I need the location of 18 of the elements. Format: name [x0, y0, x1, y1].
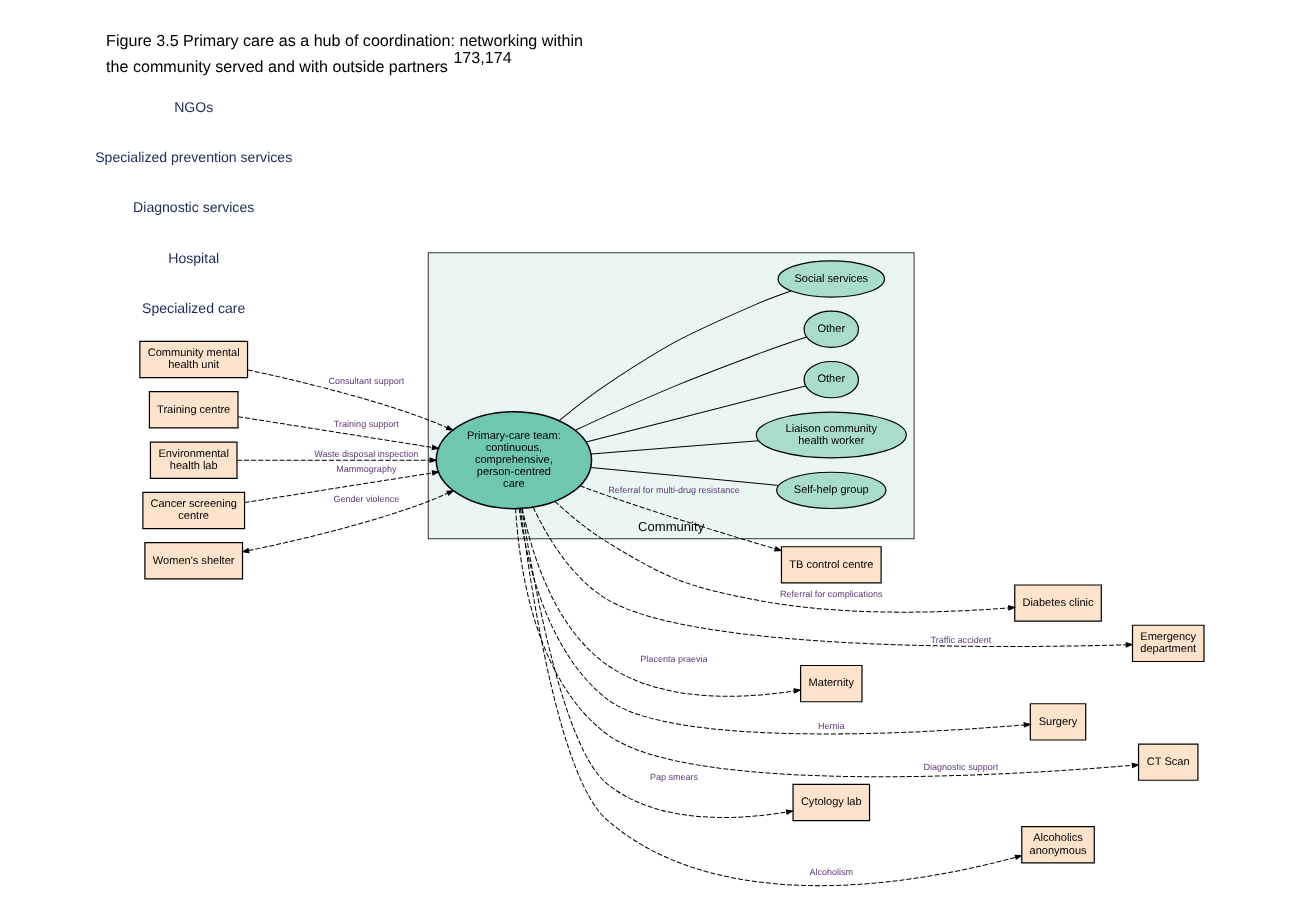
arrow: [237, 416, 440, 451]
connector: [558, 290, 792, 422]
arrow: [579, 485, 783, 552]
arrow: [241, 490, 455, 554]
connector: [574, 336, 808, 431]
connector: [585, 385, 807, 443]
arrow: [244, 470, 441, 504]
connector: [590, 466, 780, 486]
arrow: [247, 369, 455, 431]
arrow: [518, 507, 1032, 735]
arrow: [521, 508, 802, 697]
arrow: [521, 507, 795, 818]
arrow: [515, 508, 1140, 778]
arrow: [236, 457, 438, 463]
arrow: [554, 500, 1017, 613]
connector: [590, 440, 760, 455]
arrow: [520, 508, 1023, 887]
arrow: [532, 506, 1134, 648]
